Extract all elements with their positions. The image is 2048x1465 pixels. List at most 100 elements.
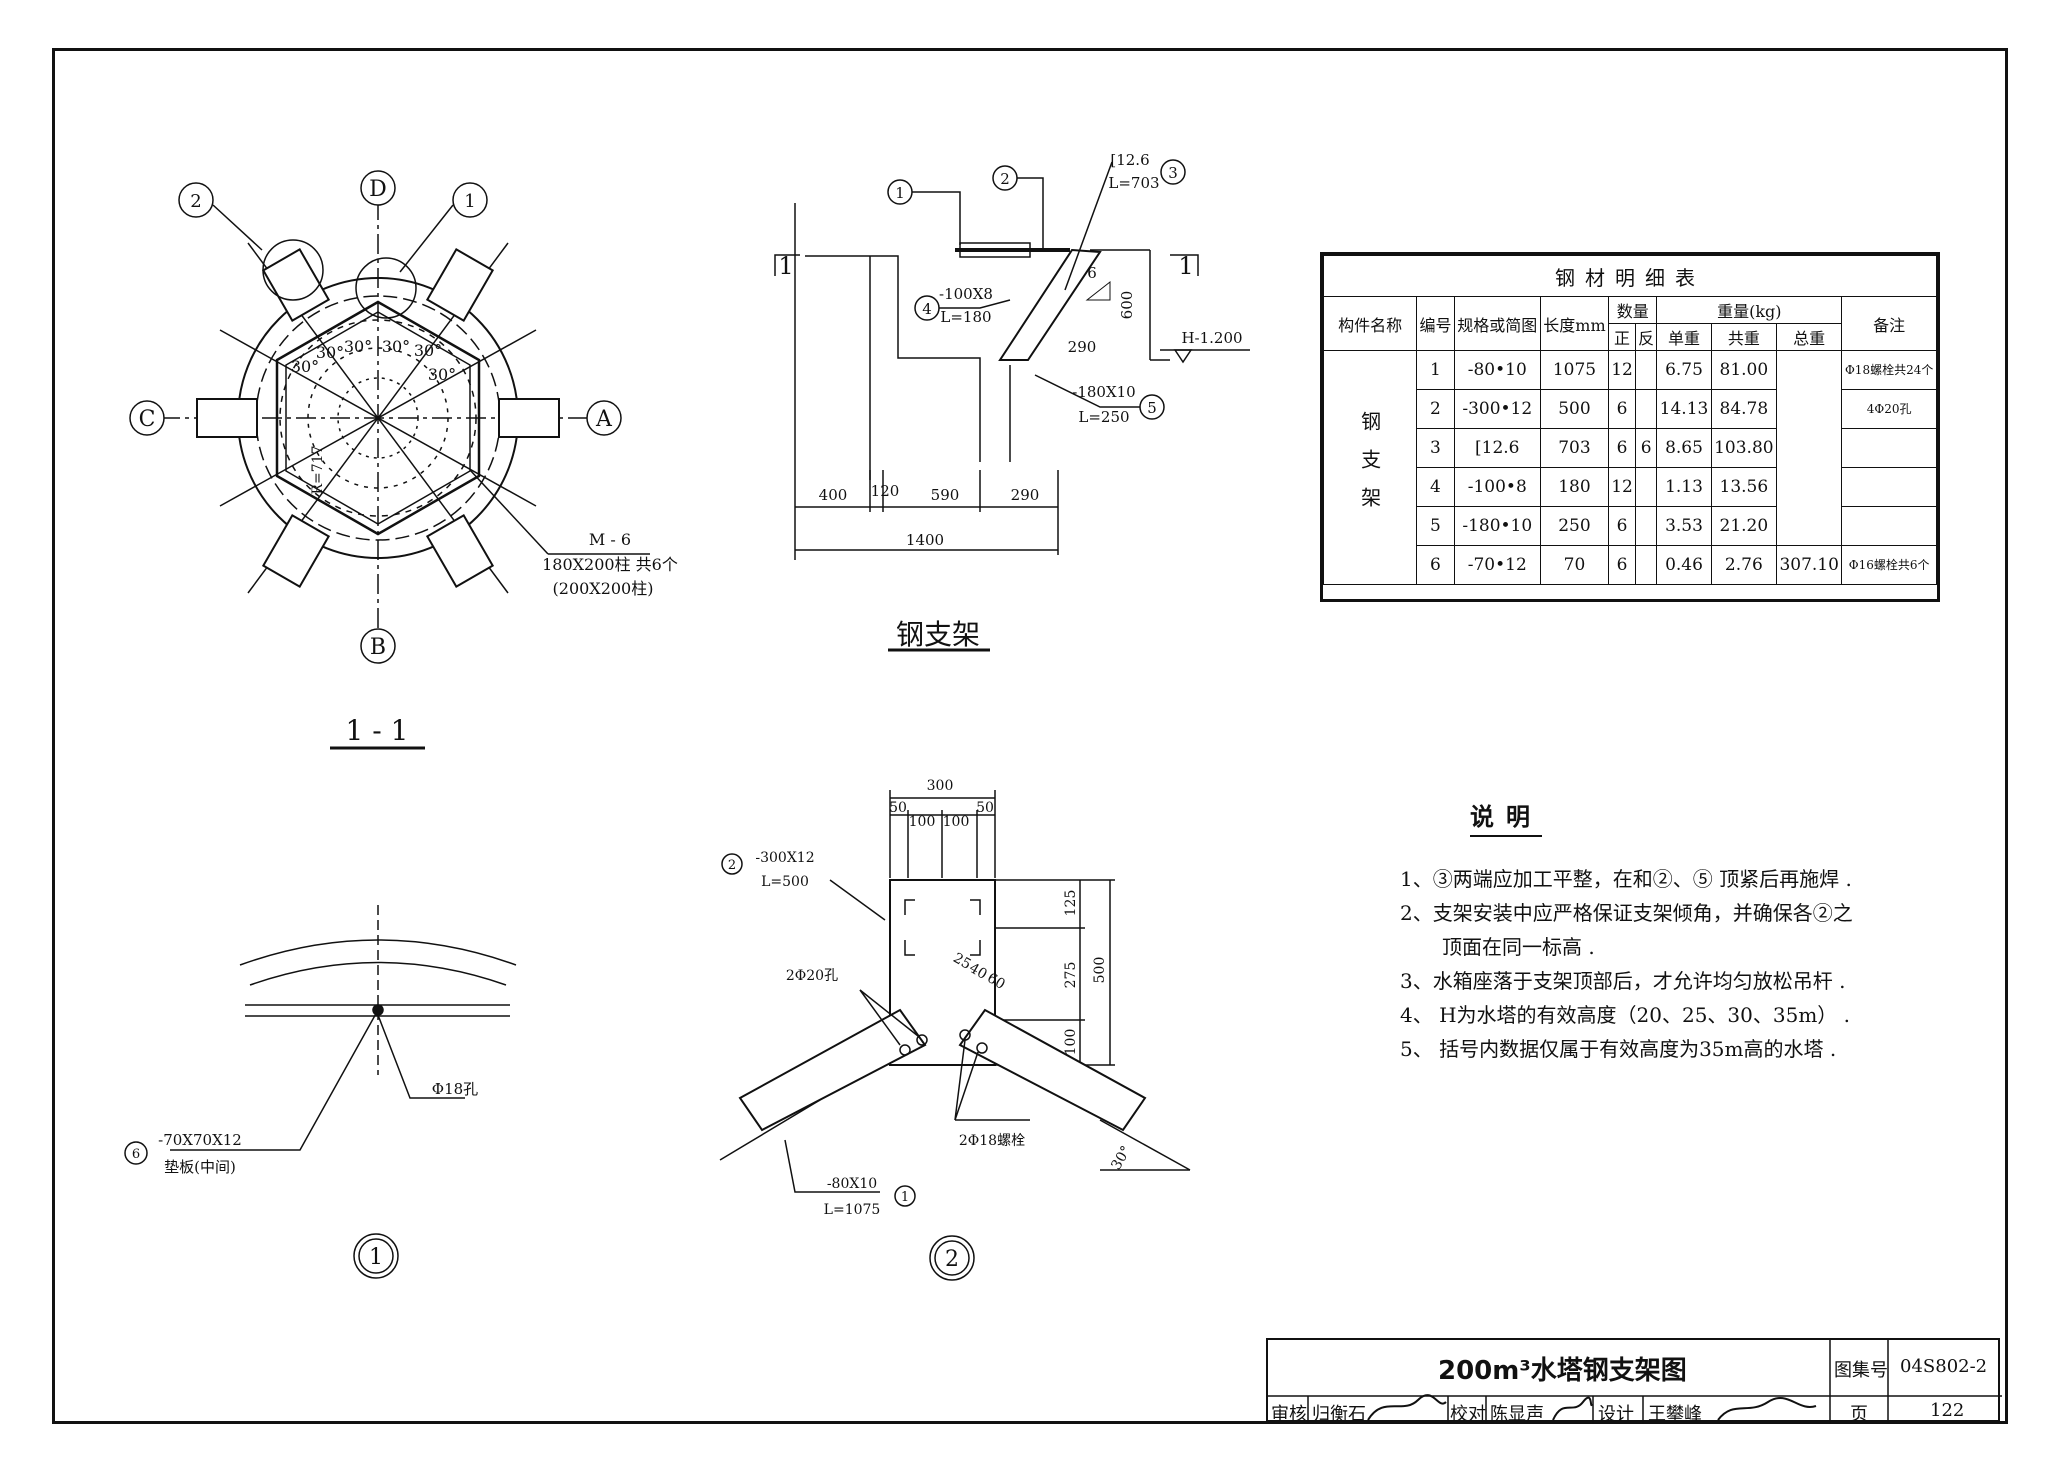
cell-neg [1635, 350, 1658, 390]
cell-pos: 6 [1608, 545, 1637, 585]
designer-name: 王攀峰 [1648, 1404, 1702, 1425]
cell-len: 500 [1539, 389, 1610, 429]
axis-c-label: C [139, 407, 156, 432]
plate2-length: L=500 [761, 874, 809, 890]
cell-no: 6 [1416, 545, 1455, 585]
cell-neg: 6 [1635, 428, 1658, 468]
cell-unit: 6.75 [1656, 350, 1712, 390]
cell-neg [1635, 506, 1658, 546]
cell-total-blank [1776, 350, 1843, 546]
table-caption: 钢材明细表 [1323, 255, 1937, 297]
dim-100: 100 [1063, 1029, 1079, 1056]
detail-2-title: 2 [945, 1247, 959, 1272]
notes-title: 说明 [1470, 802, 1542, 831]
elevation-text: 1 2 3 4 5 1 1 [12.6 L=703 -100X8 L=180 -… [778, 151, 1242, 651]
axis-b-label: B [370, 635, 386, 660]
plate4-length: L=180 [940, 308, 991, 326]
cell-note: 4Φ20孔 [1841, 389, 1937, 429]
dim-100-a: 100 [909, 814, 936, 830]
cell-pos: 6 [1608, 428, 1637, 468]
reviewer-signature [1367, 1394, 1447, 1421]
drawing-title: 200m³水塔钢支架图 [1438, 1356, 1687, 1386]
subcol-pos: 正 [1608, 323, 1637, 351]
plate4-label: -100X8 [939, 285, 993, 303]
col-weight: 重量(kg) [1656, 296, 1843, 324]
checker-signature [1552, 1396, 1593, 1421]
steel-schedule-table: 钢材明细表 构件名称 编号 规格或简图 长度mm 数量 重量(kg) 备注 正 … [1322, 255, 1937, 585]
bracket-balloon-5: 5 [1147, 399, 1157, 417]
table-row: 4 -100•8 180 12 1.13 13.56 [1324, 467, 1937, 507]
dim-1400: 1400 [906, 531, 944, 549]
detail-1-title: 1 [369, 1245, 383, 1270]
balloon-6: 6 [132, 1147, 140, 1162]
bracket-balloon-3: 3 [1168, 164, 1178, 182]
dim-100-b: 100 [943, 814, 970, 830]
cell-no: 4 [1416, 467, 1455, 507]
cell-note [1841, 428, 1937, 468]
angle-label: 30° [344, 337, 372, 356]
table-row: 2 -300•12 500 6 14.13 84.78 4Φ20孔 [1324, 389, 1937, 429]
channel-length: L=703 [1108, 174, 1159, 192]
subcol-neg: 反 [1635, 323, 1658, 351]
cell-total: 307.10 [1776, 545, 1843, 585]
cell-sum: 81.00 [1710, 350, 1778, 390]
channel-label: [12.6 [1110, 151, 1149, 169]
drawing-frame [52, 48, 2008, 1424]
column-note-1: M - 6 [589, 530, 631, 549]
note-item: 1、③两端应加工平整，在和②、⑤ 顶紧后再施焊 . [1400, 867, 1852, 891]
note-item: 4、 H为水塔的有效高度（20、25、30、35m） . [1400, 1003, 1850, 1027]
dim-60: 60 [984, 970, 1007, 993]
cell-len: 1075 [1539, 350, 1610, 390]
plate-label: -70X70X12 [158, 1131, 242, 1149]
dim-590: 590 [931, 486, 960, 504]
elevation-mark: H-1.200 [1181, 329, 1242, 347]
atlas-label: 图集号 [1834, 1360, 1888, 1381]
col-no: 编号 [1416, 296, 1455, 351]
angle-label: 30° [382, 337, 410, 356]
page-label: 页 [1850, 1404, 1868, 1425]
cell-sum: 21.20 [1710, 506, 1778, 546]
dim-50-right: 50 [976, 800, 994, 816]
note-item: 2、支架安装中应严格保证支架倾角，并确保各②之 [1400, 901, 1853, 925]
angle-label: 30° [414, 341, 442, 360]
balloon-1: 1 [464, 191, 475, 212]
plate5-length: L=250 [1078, 408, 1129, 426]
cell-no: 1 [1416, 350, 1455, 390]
slope-base-label: 290 [1068, 338, 1097, 356]
cell-unit: 3.53 [1656, 506, 1712, 546]
designer-signature [1717, 1396, 1817, 1421]
radius-label: R=717 [310, 446, 326, 495]
cell-len: 703 [1539, 428, 1610, 468]
title-block-lines [1268, 1340, 2002, 1424]
col-length: 长度mm [1539, 296, 1610, 351]
cell-sum: 84.78 [1710, 389, 1778, 429]
column-note-2: 180X200柱 共6个 [542, 555, 678, 574]
col-spec: 规格或简图 [1453, 296, 1541, 351]
dim-500: 500 [1092, 957, 1108, 984]
table-row: 3 [12.6 703 6 6 8.65 103.80 [1324, 428, 1937, 468]
dim-50-left: 50 [889, 800, 907, 816]
bar-length: L=1075 [824, 1202, 881, 1218]
dim-25: 25 [950, 950, 973, 973]
subcol-total: 总重 [1776, 323, 1843, 351]
table-row: 5 -180•10 250 6 3.53 21.20 [1324, 506, 1937, 546]
cell-no: 2 [1416, 389, 1455, 429]
section-mark-right: 1 [1178, 252, 1193, 280]
subcol-sum: 共重 [1710, 323, 1778, 351]
cell-spec: [12.6 [1453, 428, 1541, 468]
cell-note [1841, 467, 1937, 507]
detail-2 [719, 790, 1191, 1281]
detail-1 [124, 905, 517, 1279]
bar-label: -80X10 [827, 1176, 877, 1192]
cell-spec: -300•12 [1453, 389, 1541, 429]
cell-spec: -70•12 [1453, 545, 1541, 585]
dim-275: 275 [1063, 962, 1079, 989]
page-number: 122 [1930, 1400, 1965, 1421]
angle-label: 30° [291, 357, 319, 376]
bracket-balloon-4: 4 [922, 300, 932, 318]
cell-pos: 6 [1608, 389, 1637, 429]
plan-1-1-text: D A B C 2 1 30° 30° 30° 30° 30° 30° R=71… [139, 177, 678, 747]
cell-sum: 103.80 [1710, 428, 1778, 468]
atlas-number: 04S802-2 [1900, 1356, 1988, 1377]
